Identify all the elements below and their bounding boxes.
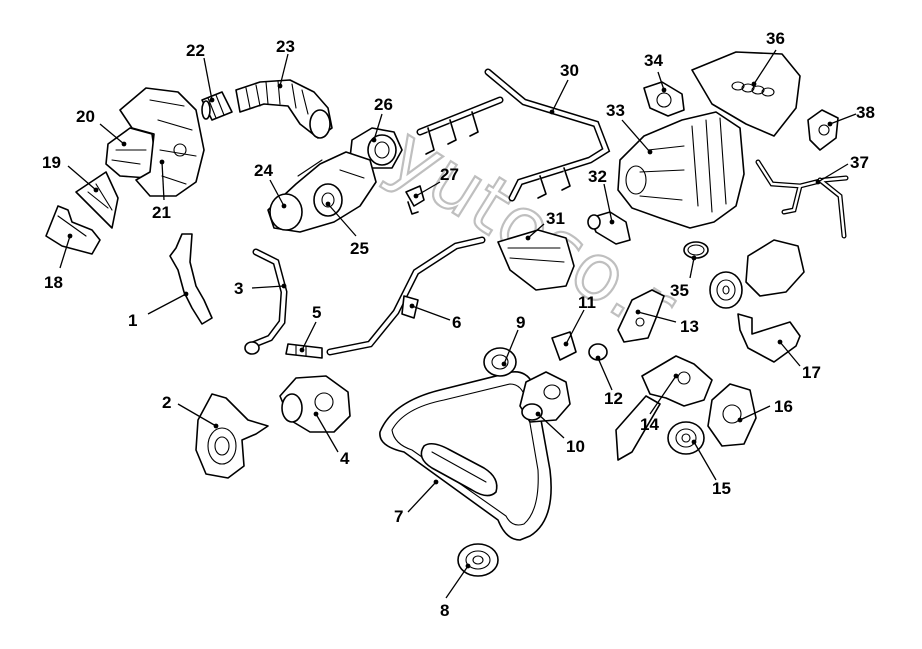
- part-13-bracket: [617, 289, 665, 343]
- callout-35: 35: [670, 281, 689, 300]
- part-4-water-pump: [279, 375, 351, 433]
- callout-9: 9: [516, 313, 525, 332]
- callout-21: 21: [152, 203, 171, 222]
- part-30-fuel-rail: [416, 68, 611, 202]
- callout-1: 1: [128, 311, 137, 330]
- part-37-vacuum-hoses: [755, 159, 849, 239]
- callout-34: 34: [644, 51, 663, 70]
- part-17-bracket: [737, 313, 801, 363]
- part-power-steering-pump: [709, 239, 805, 309]
- callout-10: 10: [566, 437, 585, 456]
- part-36-top-cover: [691, 51, 801, 137]
- callout-labels: 1 2 3 4 5 6 7 8 9 10 11 12 13 14 15 16 1…: [42, 29, 875, 620]
- callout-31: 31: [546, 209, 565, 228]
- part-16-pump: [707, 383, 757, 447]
- part-31-engine-cover: [497, 229, 575, 291]
- callout-32: 32: [588, 167, 607, 186]
- part-35-o-ring: [683, 241, 709, 259]
- callout-36: 36: [766, 29, 785, 48]
- part-2-bracket: [195, 393, 269, 479]
- callout-8: 8: [440, 601, 449, 620]
- callout-19: 19: [42, 153, 61, 172]
- callout-11: 11: [578, 293, 596, 312]
- leader-lines: [59, 49, 857, 599]
- part-22-hose-connector: [201, 91, 233, 121]
- callout-2: 2: [162, 393, 171, 412]
- callout-20: 20: [76, 107, 95, 126]
- callout-7: 7: [394, 507, 403, 526]
- callout-17: 17: [802, 363, 821, 382]
- callout-30: 30: [560, 61, 579, 80]
- part-34-air-flow-meter: [643, 81, 685, 117]
- callout-24: 24: [254, 161, 273, 180]
- callout-33: 33: [606, 101, 625, 120]
- callout-15: 15: [712, 479, 731, 498]
- part-3-coolant-pipe: [244, 248, 288, 355]
- part-14-elbow-pipe: [615, 355, 713, 461]
- callout-3: 3: [234, 279, 243, 298]
- part-23-intake-hose: [235, 79, 333, 139]
- callout-6: 6: [452, 313, 461, 332]
- part-7-drive-belts: [379, 371, 552, 541]
- part-38-cap: [807, 109, 839, 151]
- part-33-intake-manifold: [617, 111, 745, 229]
- callout-4: 4: [340, 449, 350, 468]
- part-1-bracket: [169, 233, 213, 325]
- callout-37: 37: [850, 153, 869, 172]
- part-18-bracket: [45, 205, 101, 255]
- part-9-tensioner: [483, 347, 517, 377]
- part-11-clip: [551, 331, 577, 361]
- part-21-air-filter-housing: [119, 87, 205, 197]
- callout-22: 22: [186, 41, 205, 60]
- part-19-filter-element: [75, 171, 119, 229]
- part-24-25-pump-assembly: [267, 151, 377, 233]
- parts-layer: [45, 51, 849, 577]
- callout-38: 38: [856, 103, 875, 122]
- part-15-pulley: [667, 421, 705, 455]
- callout-14: 14: [640, 415, 659, 434]
- callout-5: 5: [312, 303, 321, 322]
- callout-18: 18: [44, 273, 63, 292]
- callout-12: 12: [604, 389, 623, 408]
- callout-27: 27: [440, 165, 459, 184]
- callout-25: 25: [350, 239, 369, 258]
- callout-23: 23: [276, 37, 295, 56]
- callout-13: 13: [680, 317, 699, 336]
- callout-16: 16: [774, 397, 793, 416]
- part-6-long-pipe: [326, 236, 486, 356]
- callout-26: 26: [374, 95, 393, 114]
